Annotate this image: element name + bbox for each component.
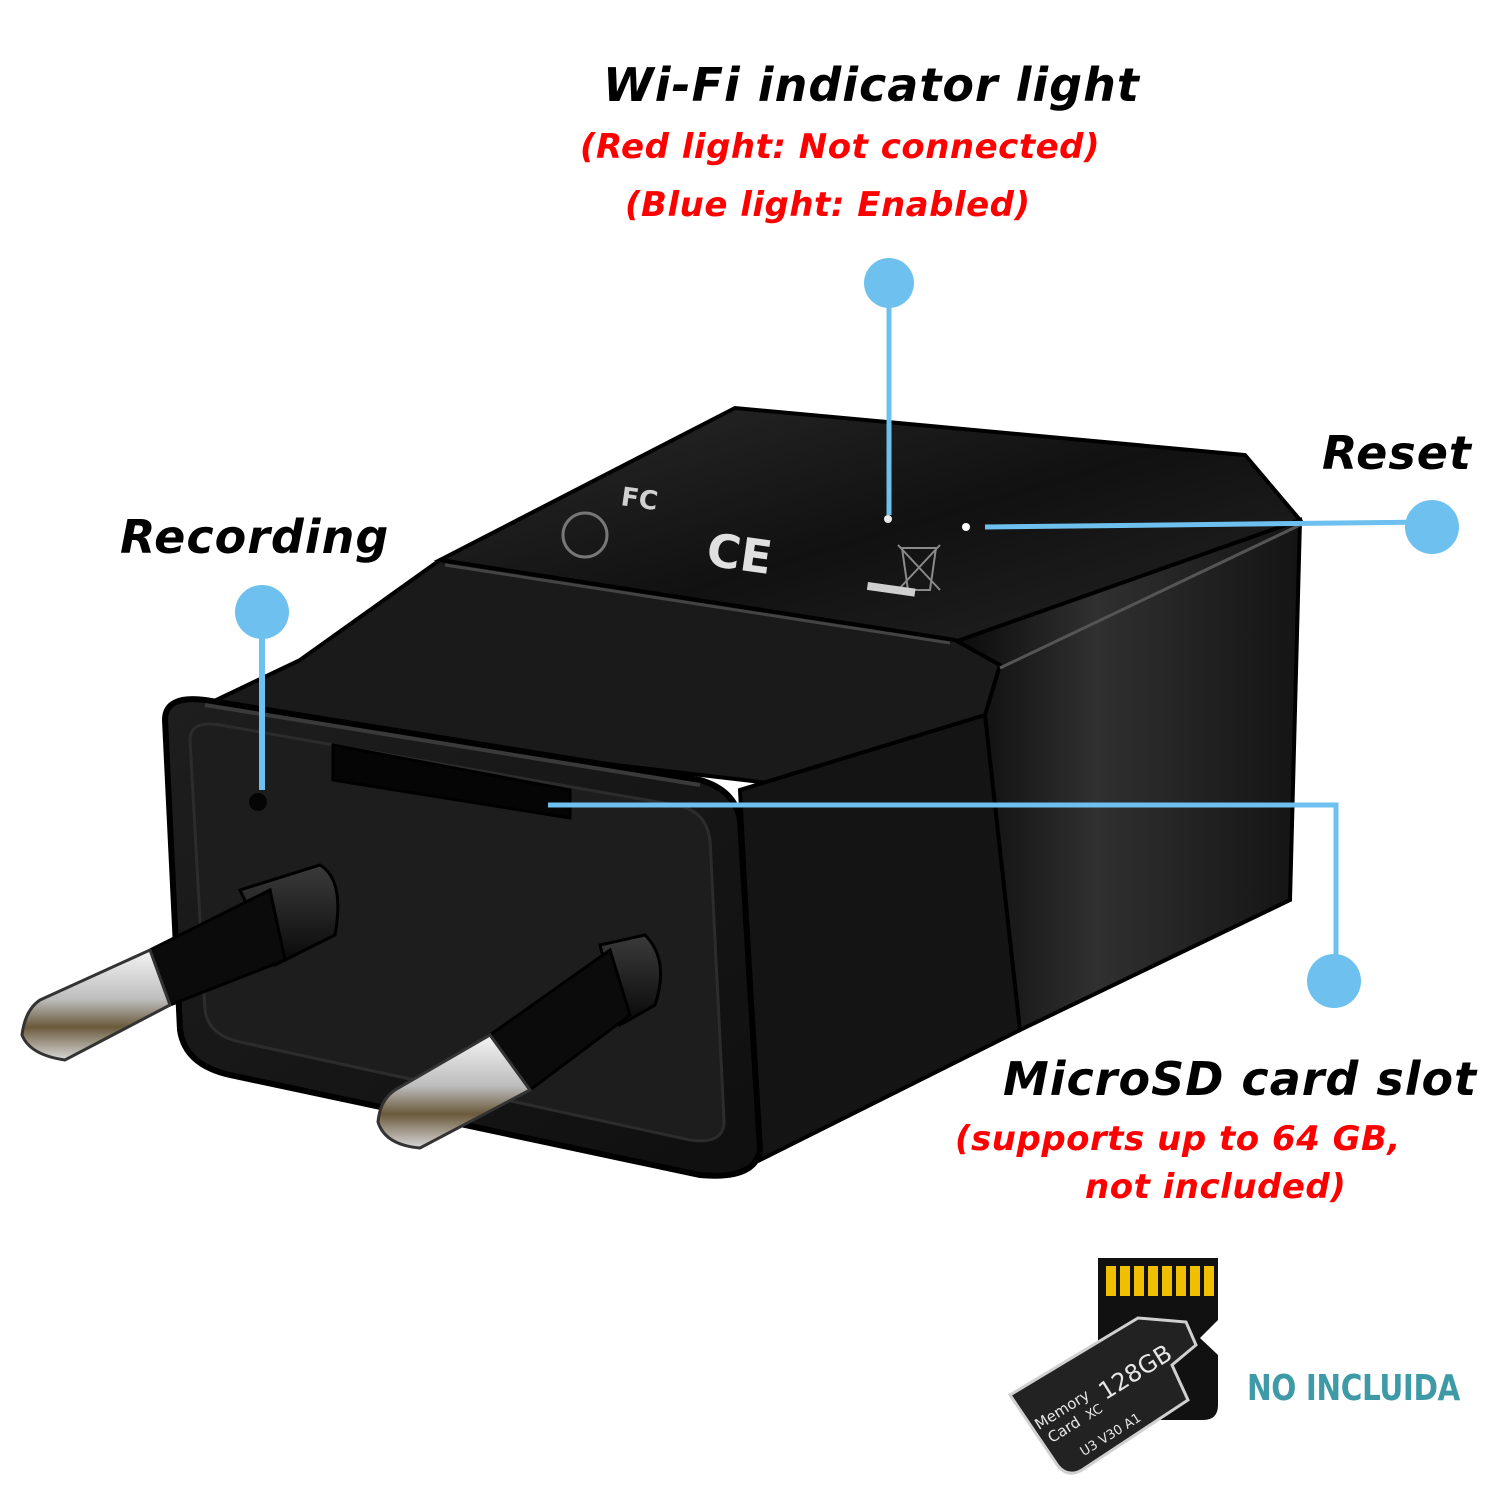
microsd-slot: [331, 743, 572, 820]
callout-microsd: [548, 802, 1361, 1008]
recording-pinhole: [249, 793, 267, 811]
memory-card-illustration: Memory Card XC 128GB U3 V30 A1: [1007, 1258, 1218, 1475]
reset-hole: [962, 523, 970, 531]
not-included-badge: NO INCLUIDA: [1247, 1368, 1460, 1409]
recording-title: Recording: [120, 510, 390, 564]
wifi-led-hole: [884, 515, 892, 523]
wifi-indicator-title: Wi-Fi indicator light: [603, 58, 1140, 112]
callout-wifi: [864, 258, 914, 515]
plug-pin-left: [20, 863, 340, 1062]
microsd-note-capacity: (supports up to 64 GB,: [955, 1119, 1401, 1159]
device-front-body: [737, 712, 1023, 1164]
weee-bin-icon: [897, 544, 941, 591]
microsd-title: MicroSD card slot: [1003, 1052, 1478, 1106]
ce-mark: CE: [703, 522, 775, 585]
callout-reset: [984, 500, 1459, 554]
fcc-mark: FC: [619, 482, 660, 517]
plug-pin-right: [376, 933, 663, 1150]
certification-logo: [561, 511, 609, 559]
reset-title: Reset: [1322, 426, 1472, 480]
callout-recording: [235, 585, 289, 790]
wifi-indicator-note-blue: (Blue light: Enabled): [625, 185, 1031, 225]
microsd-note-included: not included): [1085, 1167, 1347, 1207]
wifi-indicator-note-red: (Red light: Not connected): [580, 127, 1101, 167]
